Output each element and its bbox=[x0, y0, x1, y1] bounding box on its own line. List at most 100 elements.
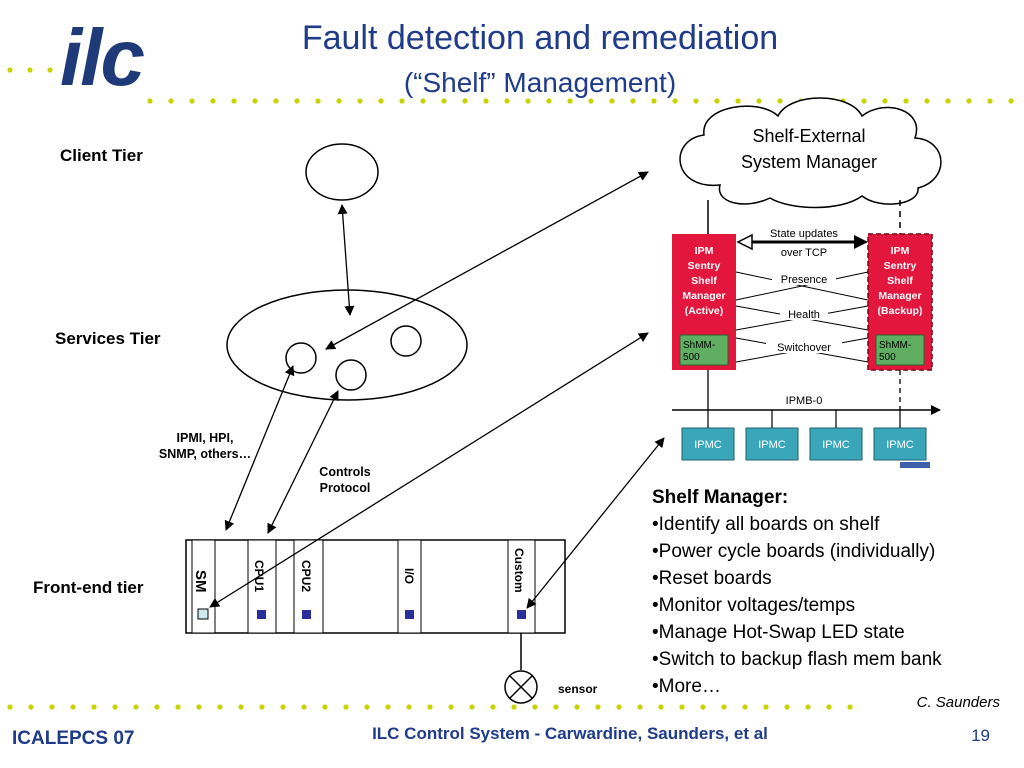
decorative-dot bbox=[189, 98, 195, 104]
backup-shmm-line-1: ShMM- bbox=[879, 340, 911, 351]
decorative-dot bbox=[441, 98, 447, 104]
decorative-dot bbox=[420, 98, 426, 104]
backup-manager-line-1: IPM bbox=[891, 245, 910, 257]
ipmc-box bbox=[681, 427, 735, 461]
decorative-dot bbox=[553, 704, 559, 710]
decorative-dot bbox=[47, 67, 53, 73]
decorative-dot bbox=[721, 704, 727, 710]
decorative-dot bbox=[210, 98, 216, 104]
decorative-dot bbox=[861, 98, 867, 104]
decorative-dot bbox=[196, 704, 202, 710]
health-label: Health bbox=[788, 309, 820, 321]
service-node-3 bbox=[390, 325, 422, 357]
decorative-dot bbox=[147, 98, 153, 104]
active-shmm-module bbox=[679, 334, 729, 366]
decorative-dot bbox=[301, 704, 307, 710]
service-node-2 bbox=[335, 359, 367, 391]
cloud-line-1: Shelf-External bbox=[752, 126, 865, 146]
decorative-dot bbox=[175, 704, 181, 710]
decorative-dot bbox=[91, 704, 97, 710]
service-node-1 bbox=[285, 342, 317, 374]
decorative-dot bbox=[27, 67, 33, 73]
slot-label-custom: Custom bbox=[512, 548, 526, 593]
conference-name: ICALEPCS 07 bbox=[12, 728, 135, 749]
decorative-dot bbox=[154, 704, 160, 710]
decorative-dot bbox=[903, 98, 909, 104]
active-manager-line-2: Sentry bbox=[688, 260, 721, 272]
decorative-dot bbox=[280, 704, 286, 710]
sensor-label: sensor bbox=[558, 682, 598, 696]
decorative-dot bbox=[168, 98, 174, 104]
decorative-dot bbox=[49, 704, 55, 710]
decorative-dot bbox=[504, 98, 510, 104]
feature-item: •Switch to backup flash mem bank bbox=[652, 649, 942, 670]
decorative-dot bbox=[588, 98, 594, 104]
decorative-dot bbox=[238, 704, 244, 710]
feature-item: •More… bbox=[652, 676, 721, 697]
presence-label: Presence bbox=[781, 274, 827, 286]
decorative-dot bbox=[343, 704, 349, 710]
active-manager-line-5: (Active) bbox=[685, 305, 724, 317]
client-tier-label: Client Tier bbox=[60, 146, 143, 165]
feature-item: •Reset boards bbox=[652, 568, 772, 589]
decorative-dot bbox=[763, 704, 769, 710]
decorative-dot bbox=[259, 704, 265, 710]
decorative-dot bbox=[112, 704, 118, 710]
slide-subtitle: (“Shelf” Management) bbox=[403, 67, 677, 98]
ipmc-box bbox=[873, 427, 927, 461]
decorative-dot bbox=[273, 98, 279, 104]
health-label-bg bbox=[780, 308, 828, 320]
active-manager-line-4: Manager bbox=[682, 290, 725, 302]
decorative-dot bbox=[784, 704, 790, 710]
decorative-dot bbox=[70, 704, 76, 710]
cloud-line-2: System Manager bbox=[741, 152, 877, 172]
ipmc-label: IPMC bbox=[758, 439, 786, 451]
decorative-dot bbox=[399, 98, 405, 104]
decorative-dot bbox=[231, 98, 237, 104]
decorative-dot bbox=[847, 704, 853, 710]
decorative-dot bbox=[448, 704, 454, 710]
decorative-dot bbox=[777, 98, 783, 104]
decorative-dot bbox=[609, 98, 615, 104]
feature-item: •Manage Hot-Swap LED state bbox=[652, 622, 905, 643]
active-manager-line-1: IPM bbox=[695, 245, 714, 257]
services-tier-label: Services Tier bbox=[55, 329, 161, 348]
decorative-dot bbox=[315, 98, 321, 104]
state-updates-label: State updates bbox=[770, 228, 838, 240]
slide-title: Fault detection and remediation bbox=[301, 19, 779, 57]
client-node bbox=[305, 143, 379, 201]
decorative-dot bbox=[490, 704, 496, 710]
decorative-dot bbox=[532, 704, 538, 710]
decorative-dot bbox=[525, 98, 531, 104]
decorative-dot bbox=[700, 704, 706, 710]
backup-manager-line-4: Manager bbox=[878, 290, 921, 302]
footer-title: ILC Control System - Carwardine, Saunder… bbox=[372, 724, 768, 743]
switchover-label: Switchover bbox=[777, 342, 831, 354]
sm-led bbox=[197, 608, 209, 620]
decorative-dot bbox=[966, 98, 972, 104]
decorative-dot bbox=[987, 98, 993, 104]
decorative-dot bbox=[679, 704, 685, 710]
decorative-dot bbox=[133, 704, 139, 710]
decorative-dot bbox=[217, 704, 223, 710]
ipmc-label: IPMC bbox=[886, 439, 914, 451]
decorative-dot bbox=[252, 98, 258, 104]
decorative-dot bbox=[336, 98, 342, 104]
shelf-management-figure: Shelf-External System Manager IPMSentryS… bbox=[672, 97, 942, 468]
active-shmm-line-1: ShMM- bbox=[683, 340, 715, 351]
feature-item: •Monitor voltages/temps bbox=[652, 595, 856, 616]
decorative-dot bbox=[826, 704, 832, 710]
ipmc-label: IPMC bbox=[822, 439, 850, 451]
sensor-icon bbox=[504, 670, 538, 704]
cpu2-led bbox=[302, 610, 311, 619]
switchover-label-bg bbox=[766, 341, 842, 353]
ipmc-box bbox=[809, 427, 863, 461]
sm-to-shelf-manager-arrow bbox=[209, 332, 649, 608]
decorative-dot bbox=[805, 704, 811, 710]
decorative-dot bbox=[756, 98, 762, 104]
decorative-dot bbox=[378, 98, 384, 104]
decorative-dot bbox=[595, 704, 601, 710]
